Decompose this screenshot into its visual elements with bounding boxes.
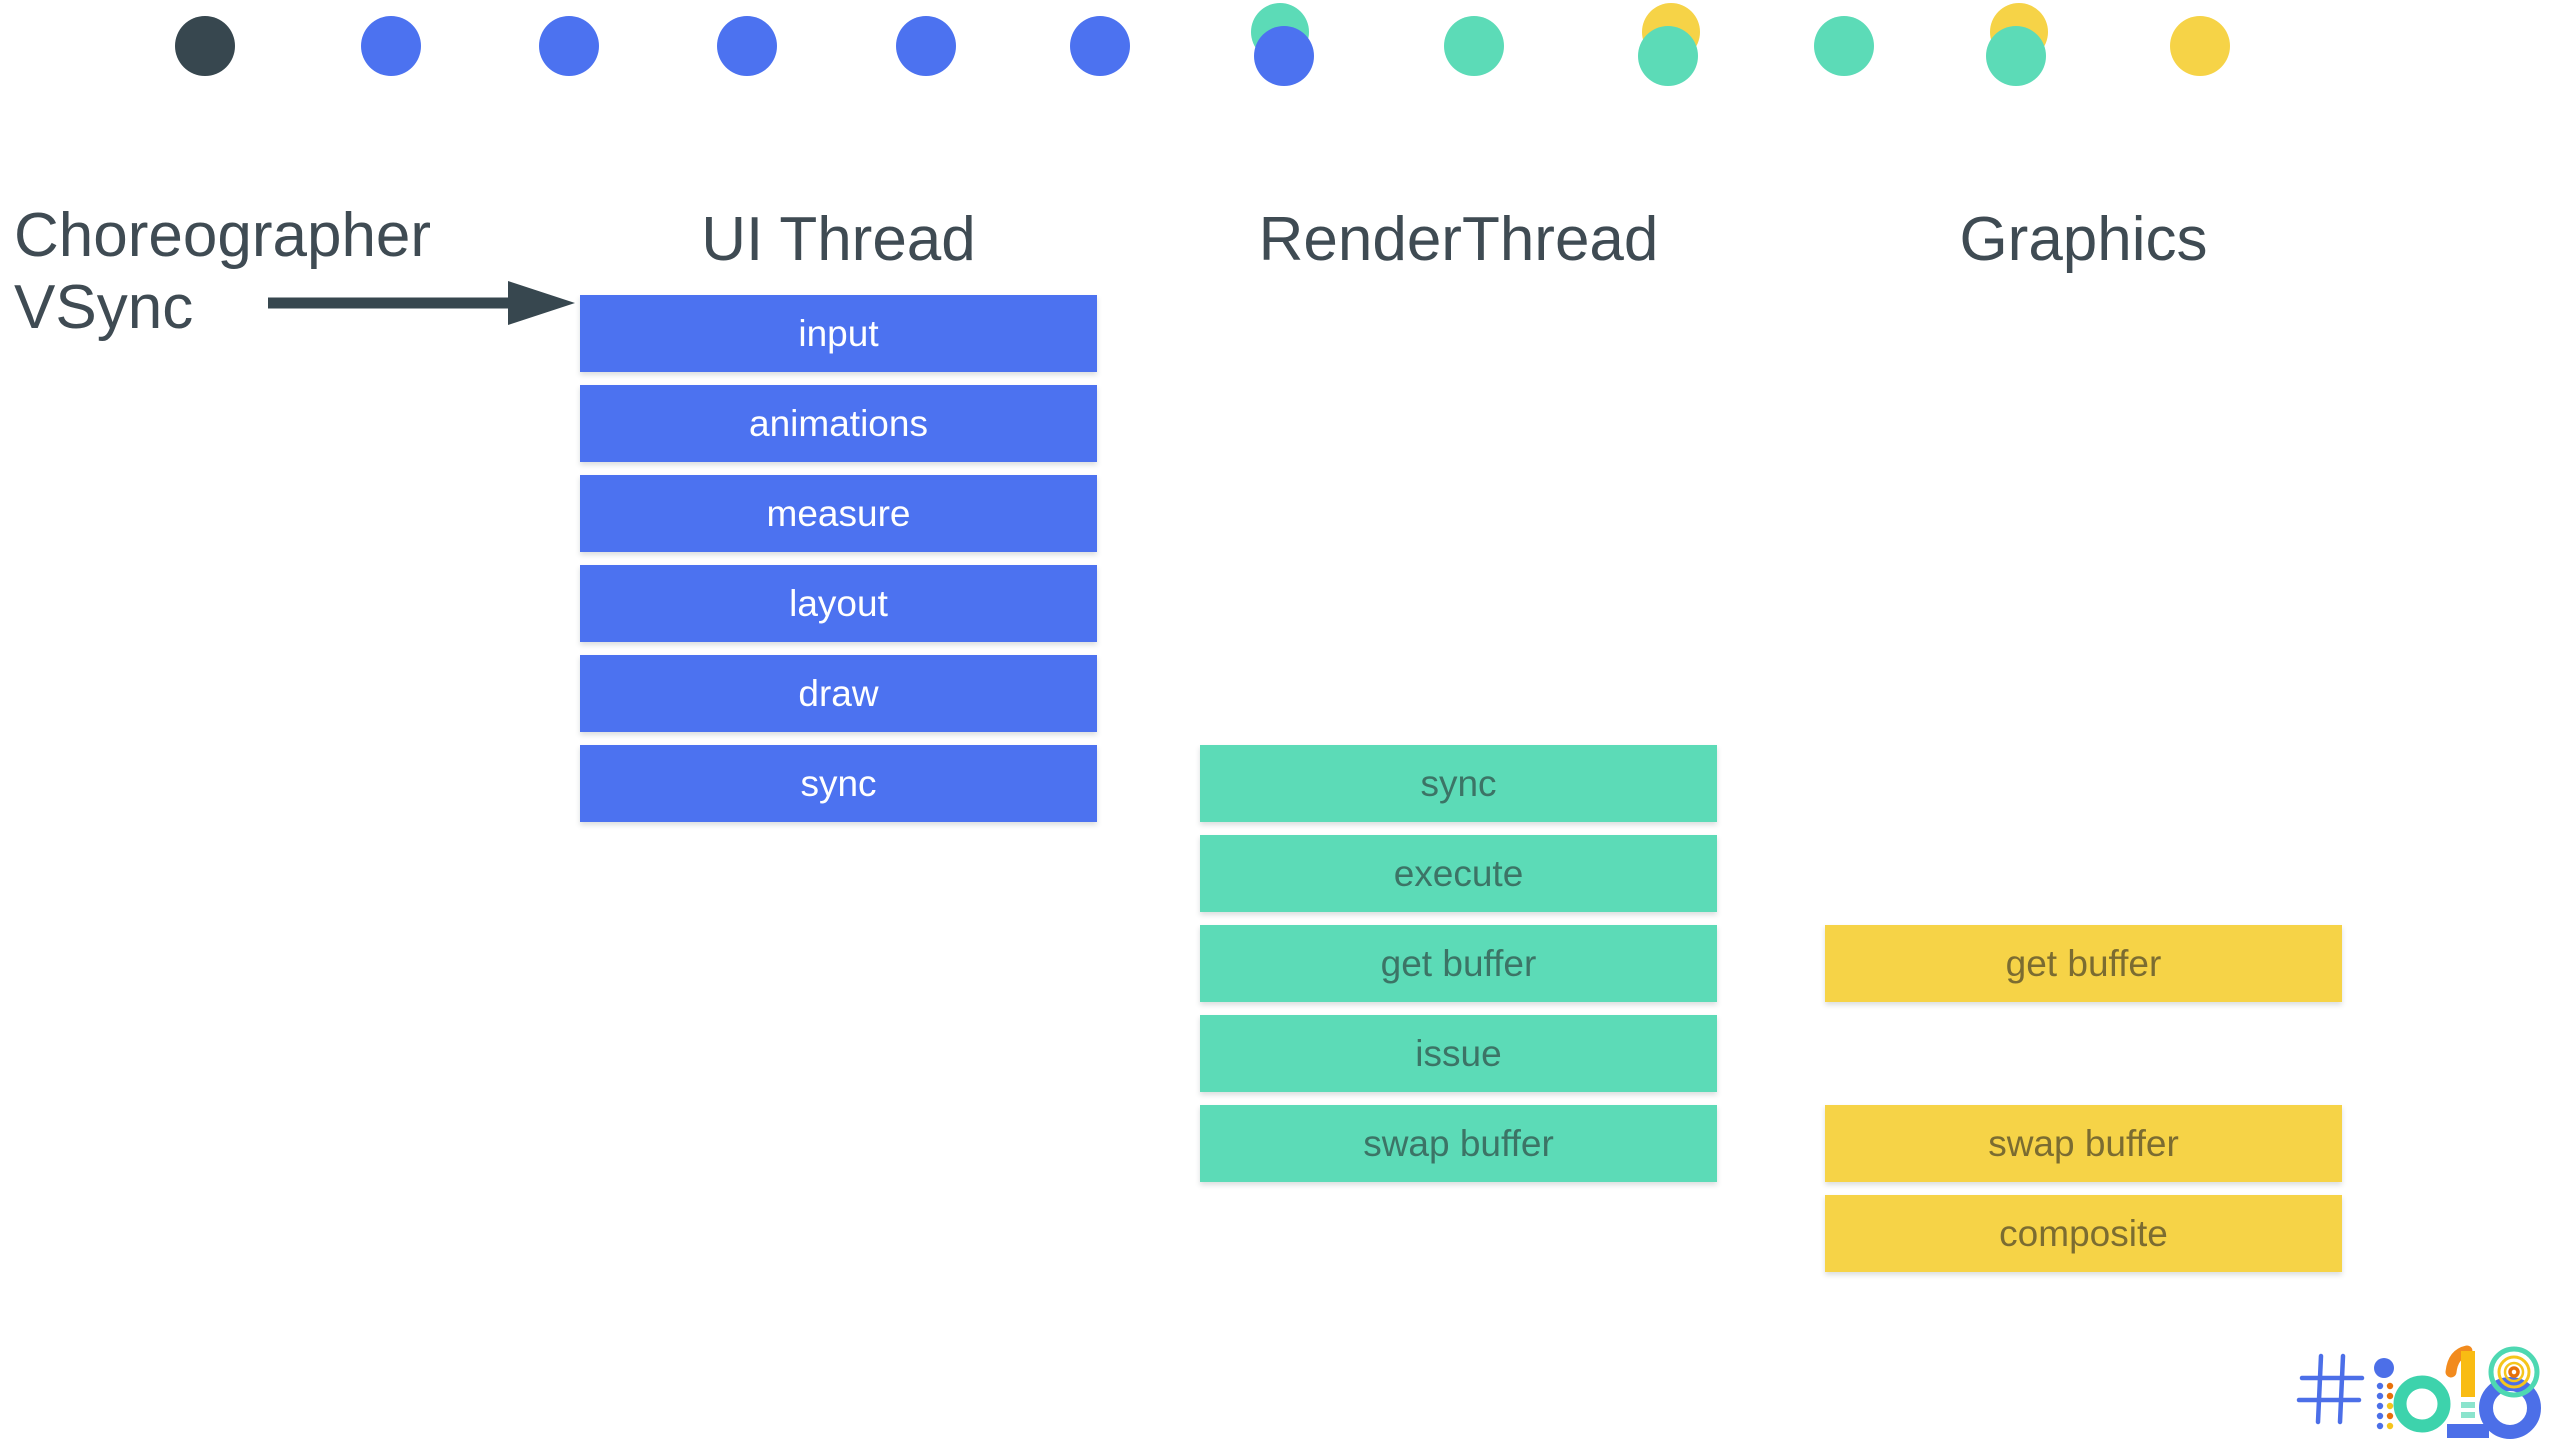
render-thread-bar-execute: execute xyxy=(1200,835,1717,912)
ui-thread-bar-sync: sync xyxy=(580,745,1097,822)
render-thread-bar-swap-buffer: swap buffer xyxy=(1200,1105,1717,1182)
ui-thread-bar-input: input xyxy=(580,295,1097,372)
timeline-dot-blue xyxy=(1070,16,1130,76)
timeline-dot-blue xyxy=(1254,26,1314,86)
logo-one-glyph xyxy=(2445,1345,2489,1438)
choreographer-label-line2: VSync xyxy=(14,273,194,342)
timeline-dot-teal xyxy=(1444,16,1504,76)
render-thread-bar-issue: issue xyxy=(1200,1015,1717,1092)
choreographer-vsync-label: Choreographer VSync xyxy=(14,200,431,344)
column-header-ui-thread: UI Thread xyxy=(701,205,976,274)
render-thread-bar-sync: sync xyxy=(1200,745,1717,822)
timeline-dot-blue xyxy=(717,16,777,76)
ui-thread-bar-draw: draw xyxy=(580,655,1097,732)
timeline-dot-blue xyxy=(896,16,956,76)
io18-logo xyxy=(2296,1345,2541,1439)
ui-thread-bar-layout: layout xyxy=(580,565,1097,642)
timeline-dot-blue xyxy=(539,16,599,76)
ui-thread-bar-measure: measure xyxy=(580,475,1097,552)
logo-o-glyph xyxy=(2393,1375,2451,1433)
graphics-bar-swap-buffer: swap buffer xyxy=(1825,1105,2342,1182)
logo-eight-glyph xyxy=(2479,1346,2541,1439)
column-header-render-thread: RenderThread xyxy=(1258,205,1659,274)
ui-thread-bar-animations: animations xyxy=(580,385,1097,462)
timeline-dot-teal xyxy=(1638,26,1698,86)
logo-hashtag-glyph xyxy=(2296,1353,2365,1425)
choreographer-label-line1: Choreographer xyxy=(14,201,432,270)
logo-i-glyph xyxy=(2374,1358,2394,1430)
graphics-bar-get-buffer: get buffer xyxy=(1825,925,2342,1002)
timeline-dot-yellow xyxy=(2170,16,2230,76)
graphics-bar-composite: composite xyxy=(1825,1195,2342,1272)
timeline-dot-dark xyxy=(175,16,235,76)
vsync-arrow-icon xyxy=(268,281,575,325)
timeline-dot-teal xyxy=(1986,26,2046,86)
timeline-dot-blue xyxy=(361,16,421,76)
column-header-graphics: Graphics xyxy=(1959,205,2208,274)
timeline-dot-teal xyxy=(1814,16,1874,76)
render-thread-bar-get-buffer: get buffer xyxy=(1200,925,1717,1002)
